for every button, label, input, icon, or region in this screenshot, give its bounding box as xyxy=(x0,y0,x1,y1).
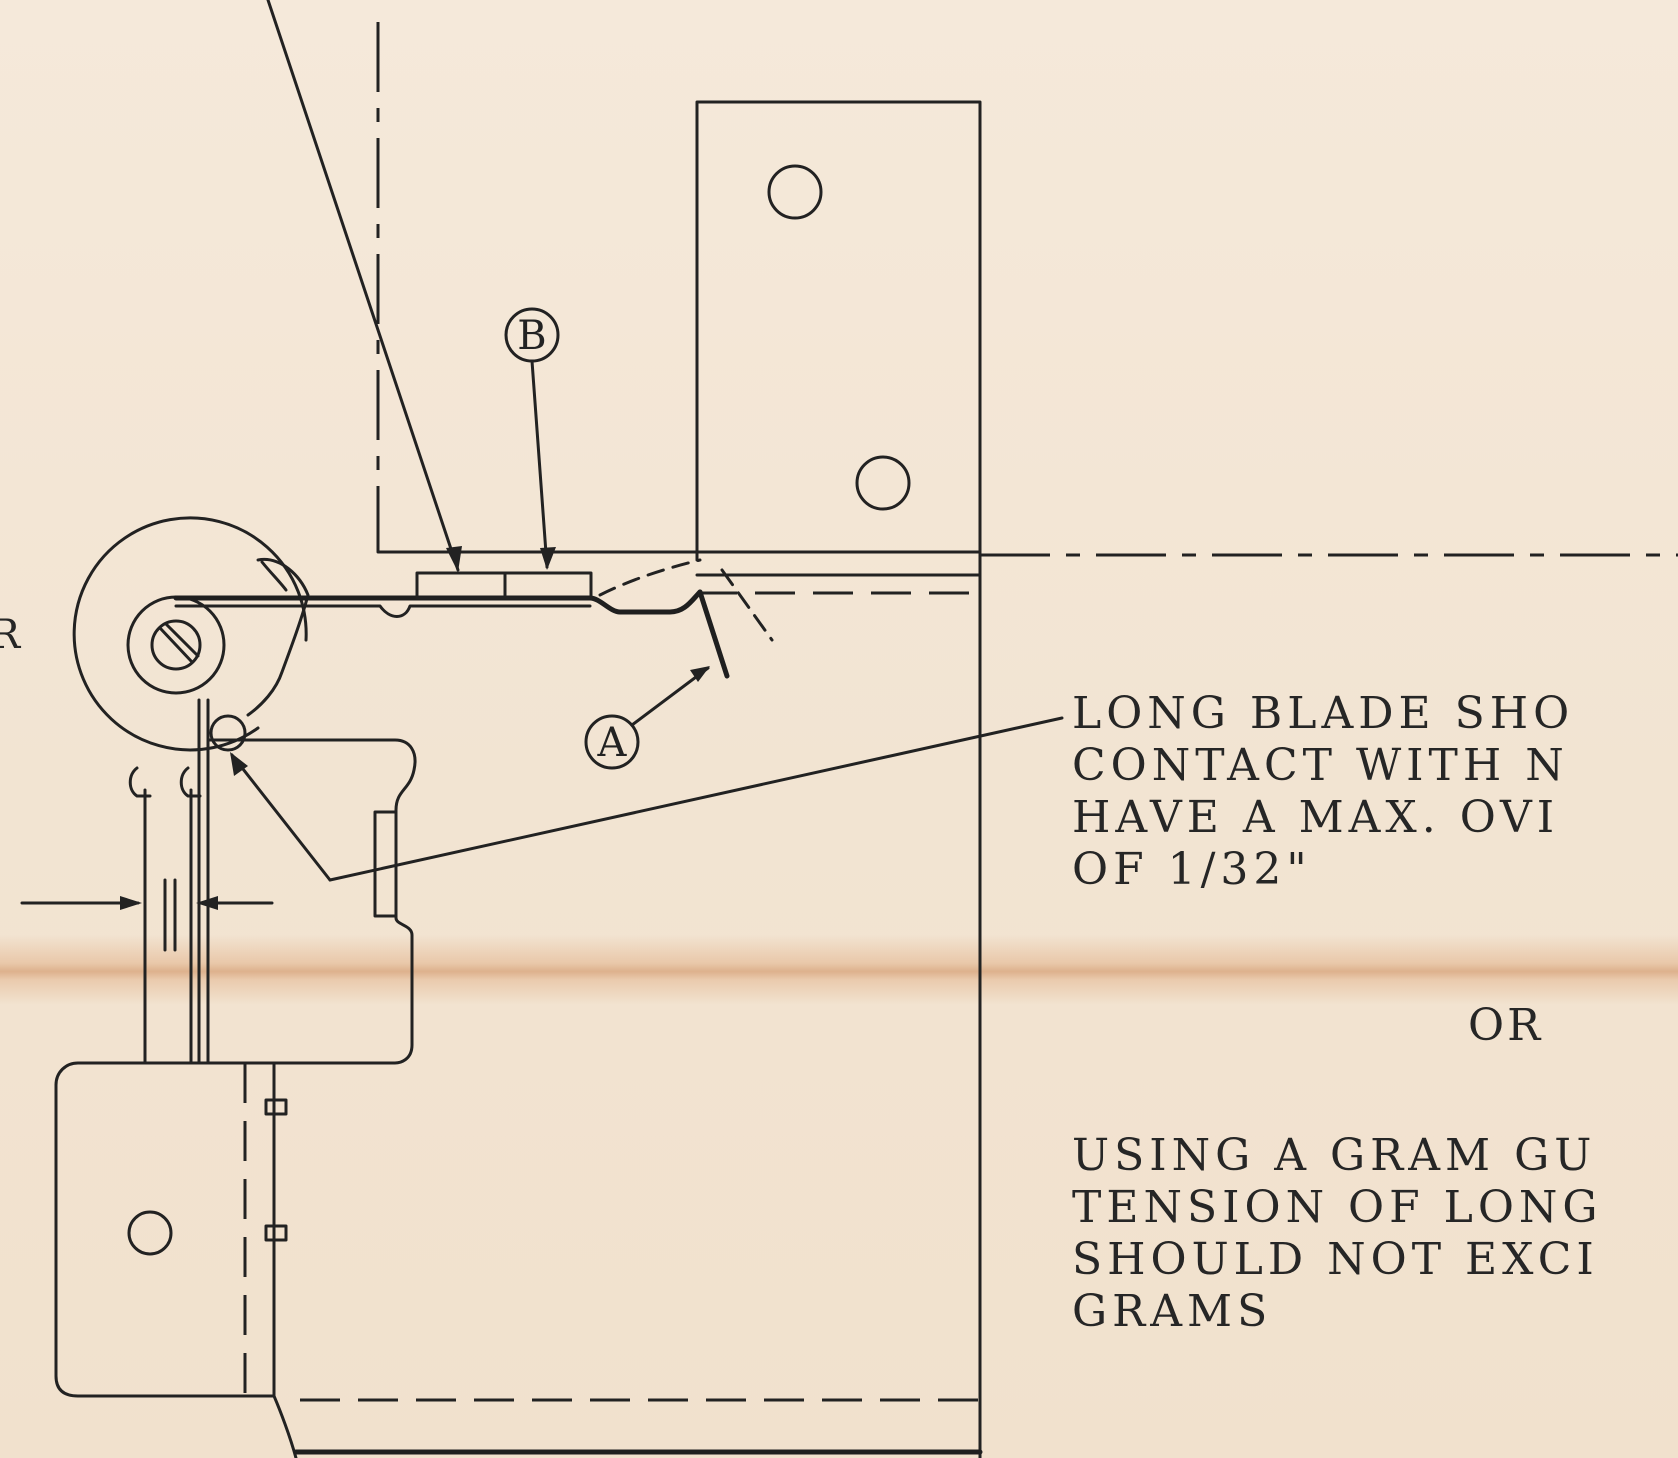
note-leader-arrowhead xyxy=(230,752,248,776)
plate-hole-upper xyxy=(767,164,823,220)
plate-hole-lower xyxy=(855,455,911,511)
note-line: OF 1/32" xyxy=(1072,844,1312,895)
edge-fragment-label: R xyxy=(0,612,21,658)
contact-point-left xyxy=(128,766,152,798)
note-leader-line xyxy=(328,716,1064,882)
note-line: CONTACT WITH N xyxy=(1072,740,1569,791)
blade-deflected-position xyxy=(598,558,702,597)
long-blade xyxy=(173,589,703,615)
leader-line-top xyxy=(266,0,460,572)
screw-head xyxy=(150,619,202,671)
callout-a-label: A xyxy=(597,720,628,766)
blade-a-alt-position xyxy=(720,568,774,642)
callout-a-arrowhead xyxy=(690,666,710,682)
callout-a-circle xyxy=(584,714,640,770)
note-line: LONG BLADE SHO xyxy=(1072,688,1575,739)
short-blade-a xyxy=(697,589,730,679)
contact-bracket-body xyxy=(206,738,417,1065)
note-leader-bend xyxy=(230,753,332,882)
gap-arrow-left xyxy=(120,896,142,910)
note-line: TENSION OF LONG xyxy=(1072,1182,1603,1233)
callout-b-leader xyxy=(530,359,549,569)
cam-wheel-outline xyxy=(72,516,308,752)
cam-notch xyxy=(260,560,288,592)
screw-slot-edge xyxy=(164,622,200,658)
or-separator: OR xyxy=(1468,1000,1544,1051)
bracket-slot xyxy=(373,810,398,918)
rivet-upper xyxy=(264,1098,288,1116)
leader-arrowhead-top xyxy=(446,546,462,572)
note-line: HAVE A MAX. OVI xyxy=(1072,792,1560,843)
callout-b-label: B xyxy=(517,313,546,359)
note-line: GRAMS xyxy=(1072,1286,1273,1337)
contact-point-right xyxy=(179,766,202,798)
follower-roller xyxy=(209,714,247,752)
paper-fold-crease xyxy=(0,935,1678,1005)
base-block-outline xyxy=(54,1061,298,1458)
cam-lobe xyxy=(246,557,310,717)
blade-contact-note: LONG BLADE SHO CONTACT WITH N HAVE A MAX… xyxy=(1072,688,1574,896)
base-block-lower xyxy=(54,1083,276,1398)
rivet-lower xyxy=(264,1224,288,1242)
note-line: USING A GRAM GU xyxy=(1072,1130,1597,1181)
callout-b-arrowhead xyxy=(540,547,556,570)
gram-gauge-note: USING A GRAM GU TENSION OF LONG SHOULD N… xyxy=(1072,1130,1603,1338)
screw-slot xyxy=(158,626,194,664)
gap-arrow-right xyxy=(196,896,218,910)
long-blade-lower-edge xyxy=(174,604,592,618)
note-line: SHOULD NOT EXCI xyxy=(1072,1234,1599,1285)
mounting-plate-outline xyxy=(695,100,982,1458)
base-hole xyxy=(127,1210,173,1256)
